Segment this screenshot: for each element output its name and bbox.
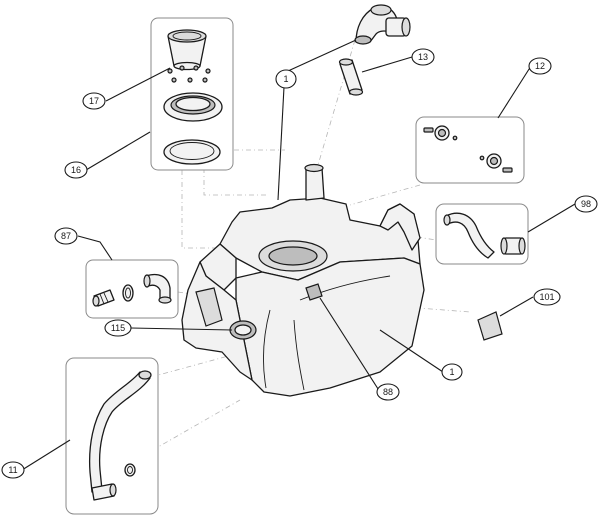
o-ring-part	[122, 284, 134, 302]
callout-98-label: 98	[581, 199, 591, 209]
callout-88: 88	[376, 383, 400, 401]
threaded-nipple-part	[92, 289, 115, 307]
callout-17: 17	[82, 92, 106, 110]
straight-pipe-part	[338, 58, 364, 96]
callout-12: 12	[528, 57, 552, 75]
callout-88-label: 88	[383, 387, 393, 397]
callout-17-label: 17	[89, 96, 99, 106]
callout-16: 16	[64, 161, 88, 179]
label-plate-part	[477, 311, 503, 341]
callout-13-label: 13	[418, 52, 428, 62]
callout-1-bottom: 1	[441, 363, 463, 381]
elbow-fitting-part	[354, 4, 411, 45]
tank-body-part	[181, 163, 425, 397]
lid-cup-part	[167, 29, 207, 71]
callout-16-label: 16	[71, 165, 81, 175]
callout-101: 101	[533, 288, 561, 306]
callout-1-top-label: 1	[283, 74, 288, 84]
callout-1-bottom-label: 1	[449, 367, 454, 377]
frame-lid-gasket	[150, 17, 234, 171]
frame-long-hose	[65, 357, 159, 515]
hose-ring-part	[124, 463, 136, 477]
long-hose-part	[88, 370, 152, 501]
callout-87-label: 87	[61, 231, 71, 241]
callout-12-label: 12	[535, 61, 545, 71]
callout-87: 87	[54, 227, 78, 245]
elbow-connector-part	[143, 273, 172, 304]
gasket-part	[163, 139, 221, 165]
flange-ring-part	[163, 92, 223, 122]
callout-101-label: 101	[539, 292, 554, 302]
screw-set	[167, 65, 211, 83]
callout-115-label: 115	[111, 323, 125, 333]
callout-1-top: 1	[275, 69, 297, 89]
callout-11: 11	[1, 461, 25, 479]
callout-115: 115	[104, 319, 132, 337]
callout-13: 13	[411, 48, 435, 66]
frame-fittings	[85, 259, 179, 319]
coupler-part	[500, 237, 526, 255]
leader-lines	[21, 39, 576, 471]
frame-hose-coupler	[435, 203, 529, 265]
callout-11-label: 11	[8, 465, 17, 475]
frame-wheel-parts	[415, 116, 525, 184]
callout-98: 98	[574, 195, 598, 213]
wheel-right-part	[479, 153, 513, 173]
curved-hose-part	[443, 212, 495, 259]
wheel-left-part	[423, 125, 458, 141]
